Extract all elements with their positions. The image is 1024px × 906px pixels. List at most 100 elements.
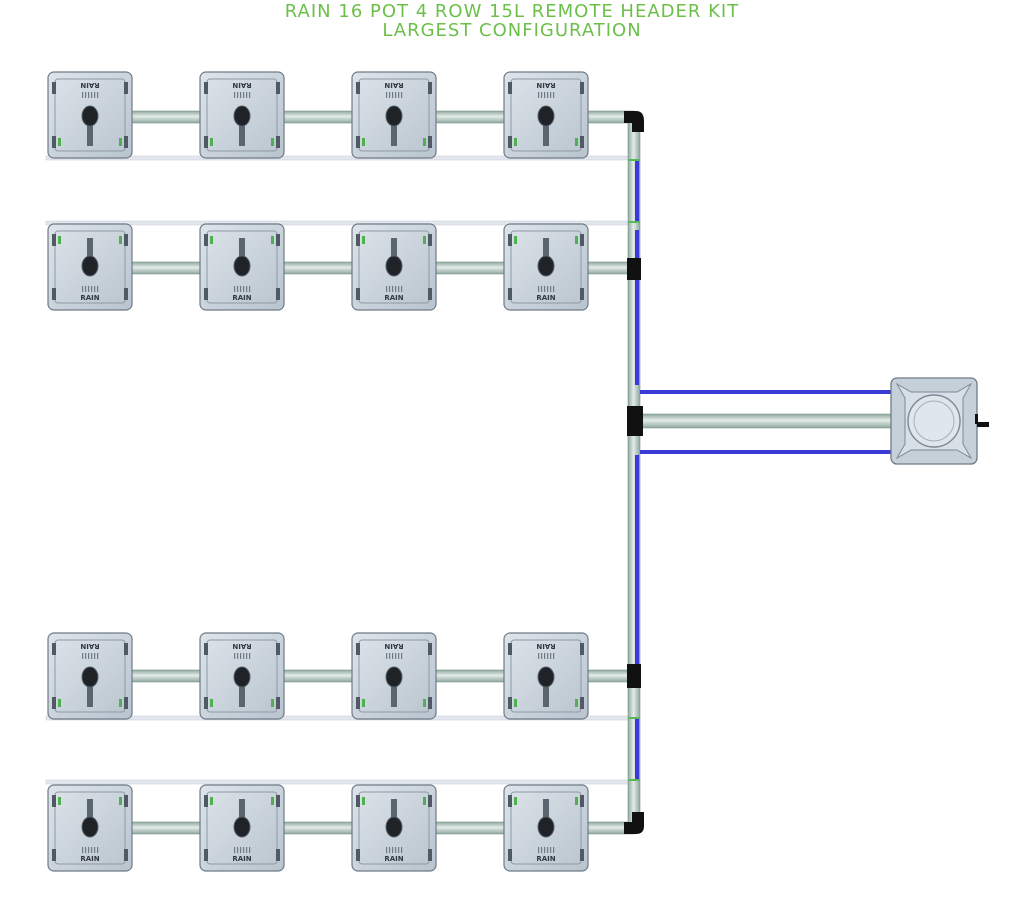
pot-clip xyxy=(508,643,512,655)
pot-clip xyxy=(428,795,432,807)
pot-clip xyxy=(52,234,56,246)
pot-clip xyxy=(204,697,208,709)
pot-drain-hole xyxy=(385,666,403,688)
pot-mark xyxy=(362,699,365,707)
pot-grill xyxy=(386,847,388,853)
pot-grill xyxy=(392,286,394,292)
pot-drain-hole xyxy=(385,816,403,838)
pot-grill xyxy=(82,286,84,292)
pot-grill xyxy=(88,653,90,659)
pot-drain-hole xyxy=(233,255,251,277)
pot-mark xyxy=(514,236,517,244)
pot-grill xyxy=(544,653,546,659)
connector-mark xyxy=(628,221,640,223)
pot-inner-frame xyxy=(358,791,430,865)
pot-drain-hole xyxy=(81,666,99,688)
pot-grill xyxy=(401,653,403,659)
pot-clip xyxy=(276,643,280,655)
pot-stem xyxy=(391,116,397,146)
pot-grill xyxy=(398,92,400,98)
pot-grill xyxy=(243,92,245,98)
pot-label: RAIN xyxy=(384,642,403,650)
pot-stem xyxy=(239,677,245,707)
pot-grill xyxy=(237,653,239,659)
pot-label: RAIN xyxy=(384,855,403,863)
pot-mark xyxy=(58,138,61,146)
header-pipe xyxy=(633,413,897,429)
pot-drain-hole xyxy=(537,816,555,838)
pot-grill xyxy=(246,286,248,292)
pot-grill xyxy=(240,653,242,659)
pot-clip xyxy=(356,643,360,655)
pot-clip xyxy=(508,136,512,148)
pot-clip xyxy=(52,288,56,300)
pot-clip xyxy=(580,849,584,861)
pot-inner-frame xyxy=(206,791,278,865)
diagram-title: RAIN 16 POT 4 ROW 15L REMOTE HEADER KIT … xyxy=(0,2,1024,40)
pot-grill xyxy=(234,92,236,98)
pot-clip xyxy=(428,234,432,246)
pot-stem xyxy=(87,799,93,827)
pot-grill xyxy=(550,286,552,292)
pot-drain-hole xyxy=(385,105,403,127)
grow-pot: RAIN xyxy=(199,632,285,720)
pot-clip xyxy=(276,849,280,861)
pot-clip xyxy=(580,136,584,148)
pot-grill xyxy=(234,847,236,853)
pot-label: RAIN xyxy=(80,642,99,650)
pot-clip xyxy=(276,136,280,148)
pot-clip xyxy=(508,82,512,94)
pot-mark xyxy=(575,236,578,244)
pot-label: RAIN xyxy=(384,294,403,302)
pot-clip xyxy=(428,643,432,655)
pot-grill xyxy=(538,286,540,292)
pot-drain-hole xyxy=(233,816,251,838)
pot-grill xyxy=(389,286,391,292)
tank-outlet-stub xyxy=(975,414,978,424)
tank-lid-ring xyxy=(913,400,955,442)
pot-clip xyxy=(124,795,128,807)
pot-clip xyxy=(204,136,208,148)
pot-clip xyxy=(356,136,360,148)
pot-clip xyxy=(428,136,432,148)
grow-pot: RAIN xyxy=(503,784,589,872)
pot-grill xyxy=(550,653,552,659)
pot-grill xyxy=(544,847,546,853)
pot-stem xyxy=(543,116,549,146)
pot-drain-hole xyxy=(81,255,99,277)
pot-grill xyxy=(401,92,403,98)
pot-label: RAIN xyxy=(232,855,251,863)
pot-grill xyxy=(553,92,555,98)
pot-inner-frame xyxy=(510,230,582,304)
pot-grill xyxy=(395,847,397,853)
pot-grill xyxy=(88,847,90,853)
header-tank xyxy=(890,377,989,465)
pot-clip xyxy=(124,136,128,148)
pot-grill xyxy=(541,847,543,853)
pot-grill xyxy=(541,286,543,292)
pot-mark xyxy=(514,699,517,707)
pot-inner-frame xyxy=(206,78,278,152)
pot-inner-frame xyxy=(54,791,126,865)
pot-grill xyxy=(547,847,549,853)
pot-mark xyxy=(423,236,426,244)
pot-label: RAIN xyxy=(536,642,555,650)
pot-grill xyxy=(544,92,546,98)
pot-clip xyxy=(276,795,280,807)
pot-mark xyxy=(362,797,365,805)
pot-grill xyxy=(386,653,388,659)
pot-drain-hole xyxy=(233,666,251,688)
pot-label: RAIN xyxy=(80,294,99,302)
grow-pot: RAIN xyxy=(351,223,437,311)
tank-outlet xyxy=(977,422,989,427)
title-line-2: LARGEST CONFIGURATION xyxy=(382,20,642,41)
pot-mark xyxy=(575,797,578,805)
pot-inner-frame xyxy=(206,230,278,304)
pot-grill xyxy=(91,653,93,659)
pot-mark xyxy=(271,699,274,707)
pot-grill xyxy=(538,847,540,853)
pot-clip xyxy=(580,697,584,709)
pot-clip xyxy=(52,136,56,148)
pot-drain-hole xyxy=(81,105,99,127)
pot-drain-hole xyxy=(537,255,555,277)
